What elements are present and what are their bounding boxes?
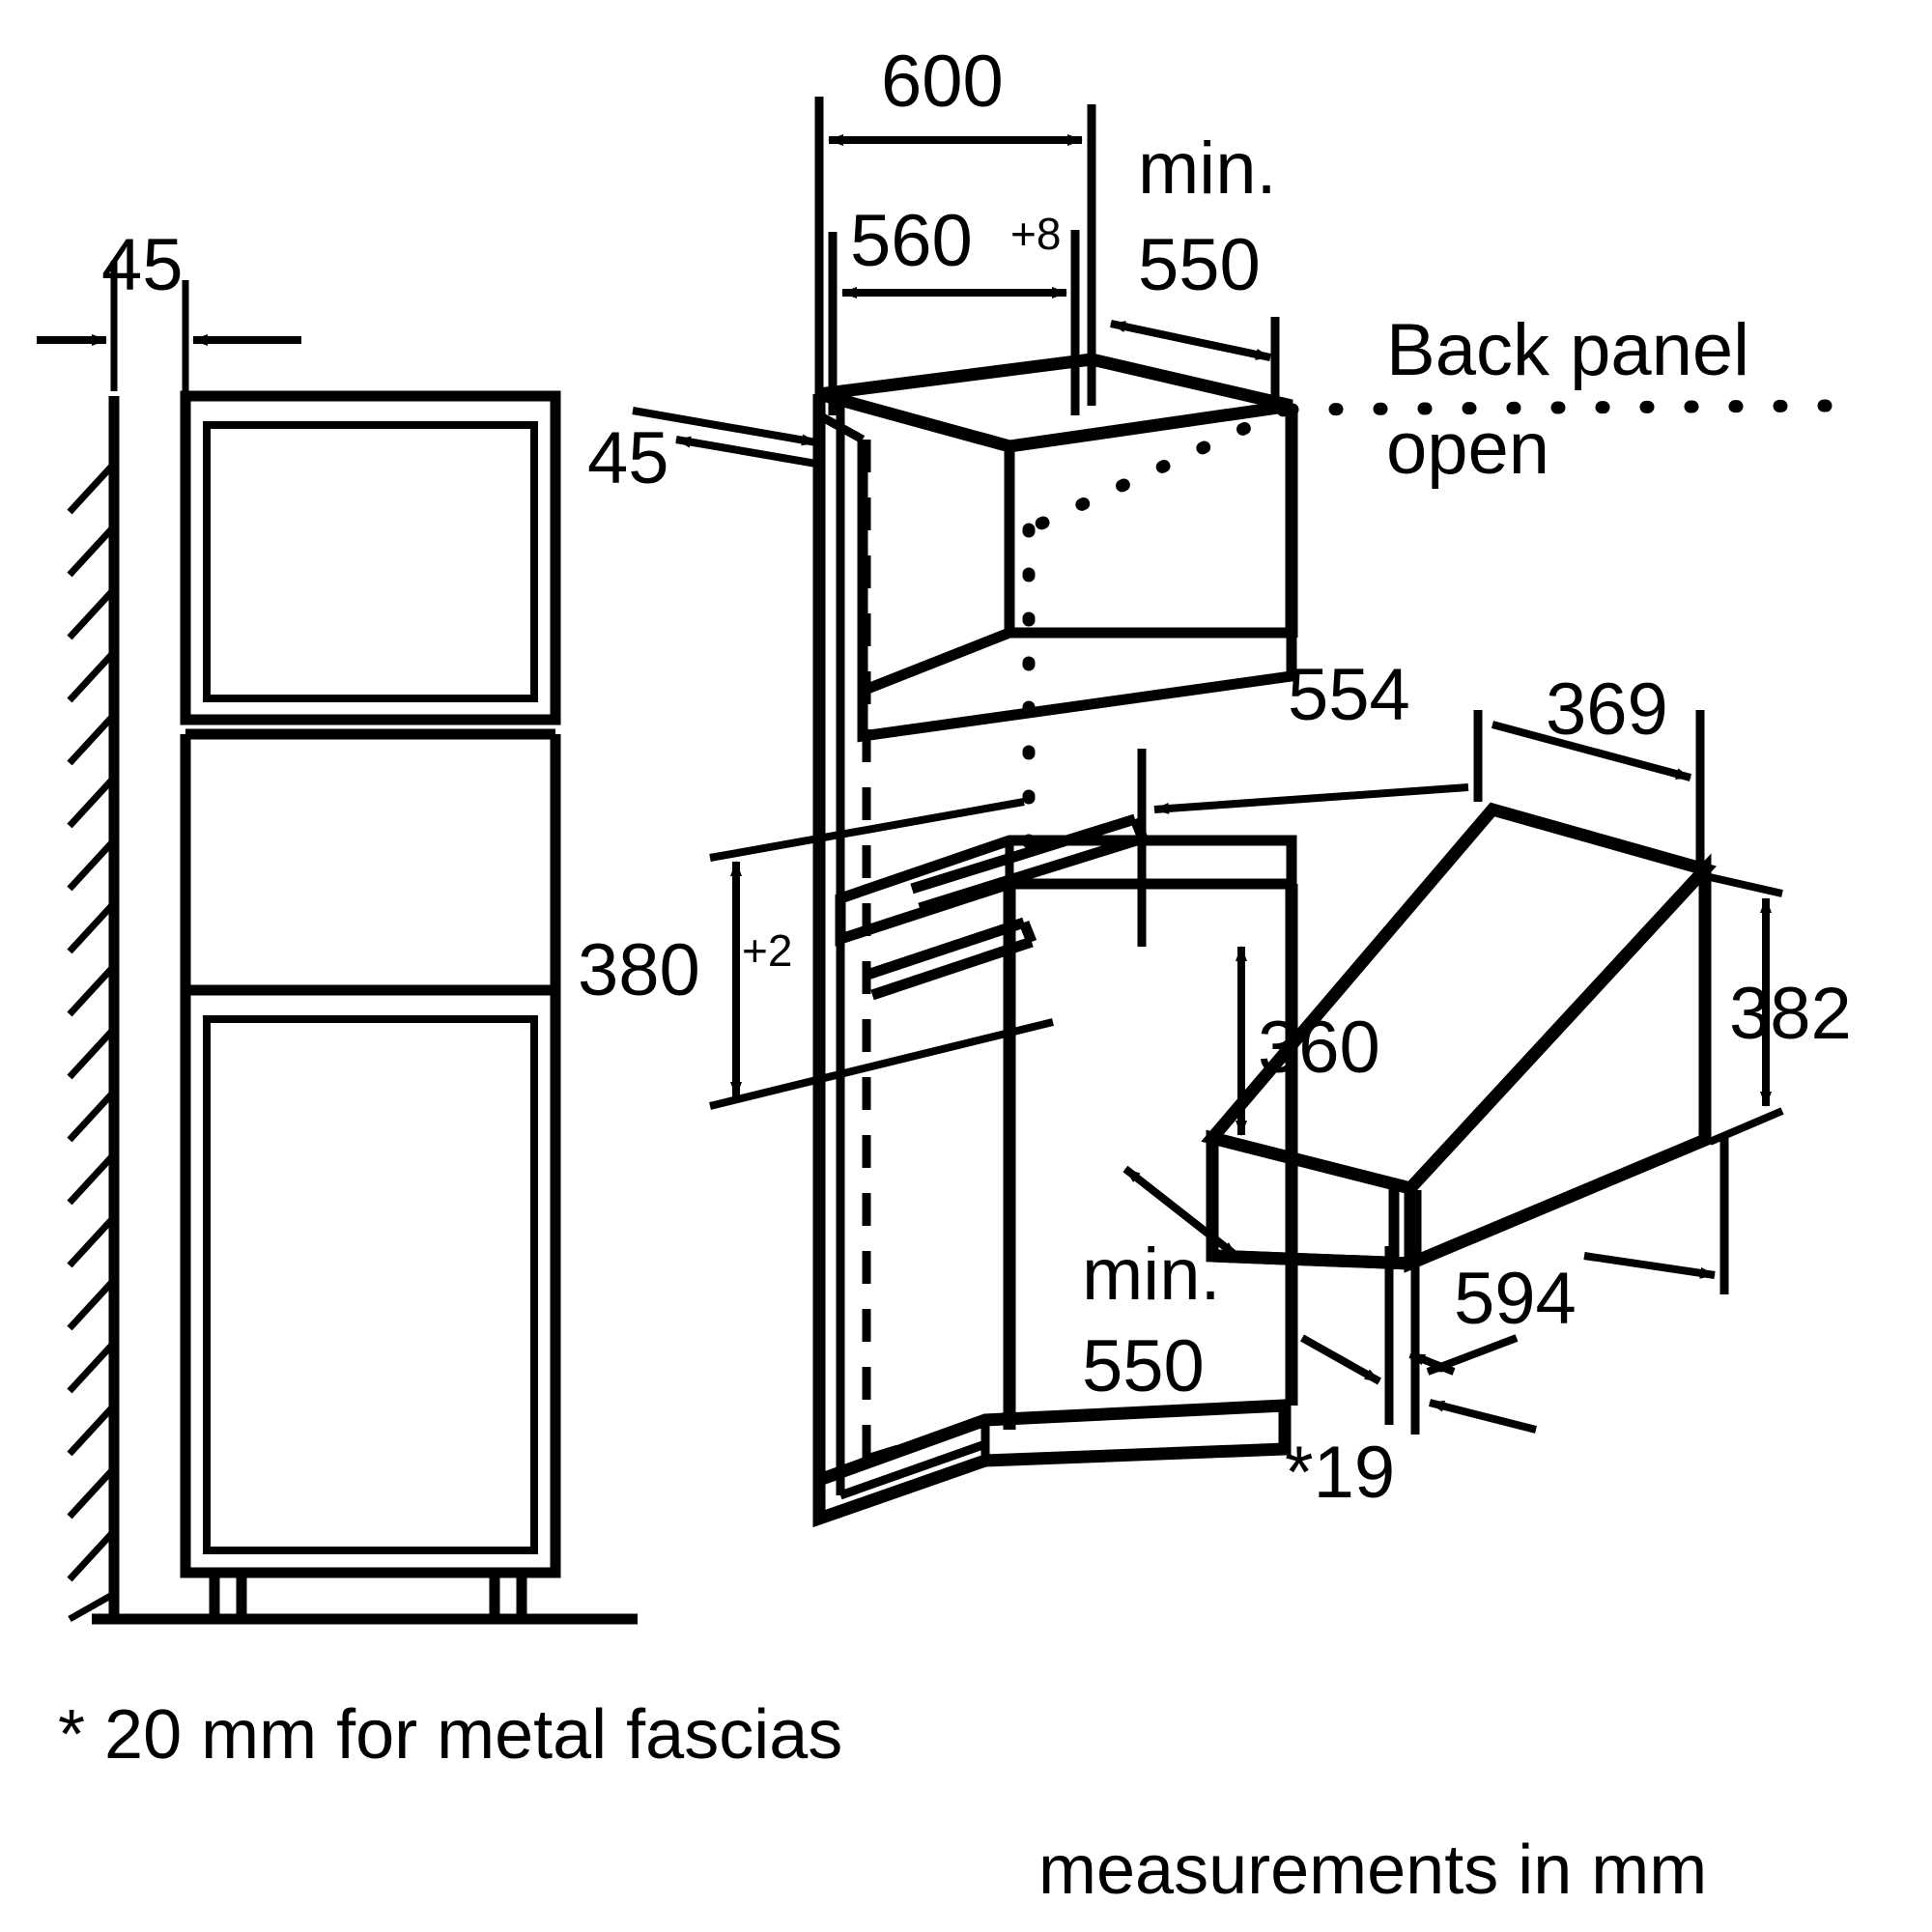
dim-label-gap-45: 45	[101, 224, 184, 306]
dim-label-594: 594	[1454, 1258, 1577, 1340]
niche-mid-divider	[835, 835, 1297, 947]
dim-arrow-45b-b	[675, 436, 817, 468]
top-dimension-group: 600 560 +8 min. 550	[814, 41, 1280, 415]
dim-360-group: 360	[1236, 946, 1380, 1136]
lower-min-depth-group: min. 550	[1082, 1165, 1239, 1407]
niche-height-dimension-group: 380 +2	[578, 798, 1054, 1110]
side-panel-45-group: 45	[587, 407, 817, 499]
shelf-rail-upper-a	[910, 813, 1137, 895]
dim-label-600: 600	[881, 41, 1004, 123]
dim-arrow-19-left	[1300, 1334, 1381, 1385]
leader-382-top	[1709, 873, 1783, 897]
lower-cabinet	[180, 734, 561, 1578]
dim-arrow-depthtop-right	[1110, 320, 1271, 361]
dim-label-560-tolerance: +8	[1010, 209, 1061, 259]
dim-label-550-bottom: 550	[1082, 1325, 1205, 1407]
footnote-metal-fascias: * 20 mm for metal fascias	[58, 1696, 842, 1774]
back-panel-note-line1: Back panel	[1386, 309, 1749, 391]
dim-label-554: 554	[1288, 654, 1410, 736]
shelf-rail-lower-a	[863, 917, 1026, 981]
leader-380-top	[709, 798, 1025, 862]
dim-label-min-top: min.	[1138, 128, 1277, 210]
left-side-view: 45	[37, 224, 638, 1625]
dim-label-369: 369	[1546, 668, 1668, 751]
dim-arrow-19-right	[1426, 1334, 1519, 1376]
appliance-body	[1201, 802, 1717, 1273]
dim-arrow-45b-a	[632, 407, 817, 446]
dim-label-19: *19	[1285, 1432, 1395, 1514]
niche-top-panel	[817, 353, 1293, 453]
units-note: measurements in mm	[1038, 1832, 1707, 1909]
back-panel-note-line2: open	[1386, 408, 1549, 490]
center-niche-cabinet	[812, 353, 1298, 1528]
niche-upper-shelf	[857, 627, 1297, 743]
dim-label-560: 560	[850, 200, 973, 282]
dim-label-382: 382	[1729, 973, 1852, 1055]
shelf-rail-lower-cap	[1018, 920, 1037, 945]
dim-label-min-bottom: min.	[1082, 1234, 1221, 1316]
leader-380-bottom	[709, 1018, 1054, 1110]
cabinet-legs	[209, 1573, 527, 1619]
dim-arrow-369	[1491, 721, 1692, 781]
appliance-bottom-front-edge	[1211, 1249, 1411, 1270]
cabinet-midsection	[185, 714, 555, 740]
dim-label-45-side: 45	[587, 417, 669, 499]
back-panel-leader-dots-diag	[1022, 403, 1292, 536]
dim-arrow-554	[1153, 783, 1469, 814]
niche-upper-left-bevel	[816, 412, 866, 443]
dim-label-380: 380	[578, 929, 700, 1011]
dim-label-550-top: 550	[1138, 224, 1261, 306]
dim-554-group: 554	[1137, 654, 1483, 947]
upper-cabinet	[180, 390, 561, 725]
dim-369-group: 369	[1491, 668, 1705, 865]
appliance-front-panel	[1206, 1129, 1417, 1270]
wall-hatching	[67, 461, 117, 1623]
niche-bottom-panel	[812, 1399, 1292, 1528]
niche-bottom-inner	[838, 1439, 987, 1500]
shelf-rail-upper-b	[918, 833, 1145, 914]
dim-arrow-19-right-2	[1429, 1399, 1537, 1434]
back-panel-note-group: Back panel open	[1022, 309, 1833, 857]
niche-hidden-bottom-diagonal	[865, 1407, 1021, 1463]
dim-label-380-tolerance: +2	[742, 925, 792, 976]
dim-594-group: 594	[1408, 1138, 1729, 1376]
appliance-front-helper	[1212, 1138, 1410, 1261]
dim-19-group: *19	[1285, 1246, 1537, 1514]
dim-382-group: 382	[1708, 873, 1852, 1146]
dim-label-360: 360	[1258, 1007, 1380, 1089]
back-panel-leader-dots-h	[1278, 399, 1833, 416]
dim-arrow-594-right	[1583, 1252, 1716, 1279]
leader-382-bottom	[1708, 1107, 1784, 1146]
appliance-side-face	[1404, 853, 1712, 1273]
